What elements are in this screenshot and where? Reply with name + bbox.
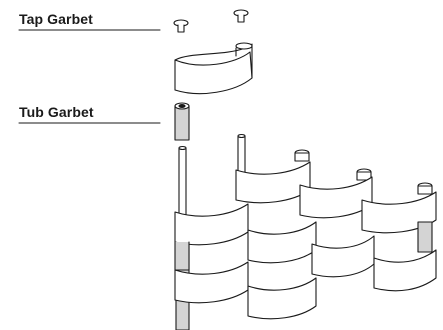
tap-garbet-label: Tap Garbet xyxy=(19,11,93,27)
clip-row-2 xyxy=(235,161,317,320)
clip-row-1 xyxy=(174,203,249,304)
tap-garbet-cap xyxy=(173,19,189,33)
clip-row-4 xyxy=(361,191,437,292)
tap-garbet-cap xyxy=(233,9,249,23)
exploded-clip-top xyxy=(174,42,253,95)
tub-garbet-sleeve xyxy=(174,102,190,141)
post-caps xyxy=(294,149,433,195)
tub-garbet-label: Tub Garbet xyxy=(19,104,94,120)
clip-row-3 xyxy=(299,176,375,278)
